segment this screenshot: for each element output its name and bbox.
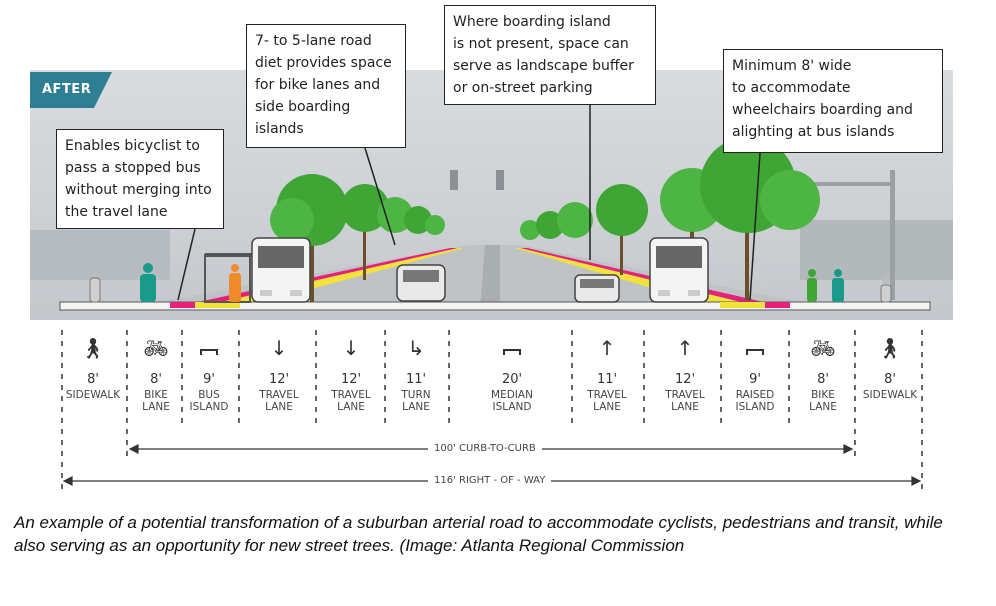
arrow-up-icon: ↑	[676, 336, 694, 360]
lane-name: BUS ISLAND	[189, 389, 229, 413]
lane-travel-2: ↓ 12' TRAVEL LANE	[318, 335, 384, 413]
lane-name: TRAVEL LANE	[587, 389, 627, 413]
callout-boarding-island: Where boarding island is not present, sp…	[444, 5, 656, 105]
bike-lane-marker-right	[765, 302, 790, 308]
island-icon	[474, 335, 550, 365]
lane-width: 9'	[749, 372, 761, 387]
lane-name: SIDEWALK	[862, 389, 918, 401]
figure-caption: An example of a potential transformation…	[14, 513, 943, 555]
lane-travel-3: ↑ 11' TRAVEL LANE	[574, 335, 640, 413]
lane-name: TRAVEL LANE	[665, 389, 705, 413]
bus-island-marker	[195, 302, 240, 308]
lane-width: 8'	[817, 372, 829, 387]
island-icon	[182, 335, 236, 365]
cross-section-slab	[59, 301, 931, 311]
lane-width: 12'	[268, 372, 290, 387]
lane-width: 12'	[674, 372, 696, 387]
lane-width: 11'	[596, 372, 618, 387]
pedestrian-left	[89, 269, 101, 303]
lane-name: BIKE LANE	[142, 389, 170, 413]
lane-name: BIKE LANE	[809, 389, 837, 413]
pedestrians-right	[807, 269, 892, 303]
lane-raised-island: 9' RAISED ISLAND	[724, 335, 786, 413]
median-island	[480, 245, 500, 308]
bicycle-icon: 🚲︎	[143, 336, 169, 360]
traffic-signal	[496, 170, 504, 190]
bus-left	[251, 237, 311, 303]
lane-bike-right: 🚲︎ 8' BIKE LANE	[796, 335, 850, 413]
lane-name: TURN LANE	[401, 389, 431, 413]
lane-sidewalk-left: 🚶︎ 8' SIDEWALK	[60, 335, 126, 401]
pedestrian-icon: 🚶︎	[877, 336, 903, 360]
lane-median: 20' MEDIAN ISLAND	[474, 335, 550, 413]
arrow-down-icon: ↓	[270, 336, 288, 360]
lane-name: MEDIAN ISLAND	[491, 389, 533, 413]
bike-lane-marker-left	[170, 302, 195, 308]
bus-right	[649, 237, 709, 303]
island-icon	[724, 335, 786, 365]
pedestrian-icon: 🚶︎	[80, 336, 106, 360]
lane-bike-left: 🚲︎ 8' BIKE LANE	[130, 335, 182, 413]
callout-wheelchair: Minimum 8' wide to accommodate wheelchai…	[723, 49, 943, 153]
bicycle-icon: 🚲︎	[810, 336, 836, 360]
lane-width: 8'	[150, 372, 162, 387]
lane-width: 9'	[203, 372, 215, 387]
street-trees-right	[520, 137, 820, 300]
car-left	[396, 264, 446, 302]
lane-name: TRAVEL LANE	[259, 389, 299, 413]
right-of-way-label: 116' RIGHT - OF - WAY	[428, 475, 552, 486]
arrow-up-icon: ↑	[598, 336, 616, 360]
turn-arrow-icon: ↳	[407, 336, 425, 360]
bus-shelter	[204, 253, 253, 303]
lane-turn: ↳ 11' TURN LANE	[388, 335, 444, 413]
signal-arm	[800, 182, 895, 186]
lane-bus-island: 9' BUS ISLAND	[182, 335, 236, 413]
passenger-left	[229, 264, 241, 302]
traffic-signal	[450, 170, 458, 190]
signal-pole	[890, 170, 895, 300]
lane-width: 8'	[884, 372, 896, 387]
arrow-down-icon: ↓	[342, 336, 360, 360]
curb-to-curb-label: 100' CURB-TO-CURB	[428, 443, 542, 454]
callout-road-diet: 7- to 5-lane road diet provides space fo…	[246, 24, 406, 148]
background-building	[800, 220, 953, 280]
cyclist-left	[140, 263, 156, 302]
lane-name: SIDEWALK	[65, 389, 121, 401]
raised-island-marker	[720, 302, 765, 308]
lane-sidewalk-right: 🚶︎ 8' SIDEWALK	[856, 335, 924, 401]
callout-bicyclist: Enables bicyclist to pass a stopped bus …	[56, 129, 224, 229]
car-right	[574, 274, 620, 303]
lane-width: 12'	[340, 372, 362, 387]
lane-width: 8'	[87, 372, 99, 387]
lane-travel-1: ↓ 12' TRAVEL LANE	[246, 335, 312, 413]
lane-travel-4: ↑ 12' TRAVEL LANE	[652, 335, 718, 413]
lane-name: RAISED ISLAND	[735, 389, 775, 413]
lane-width: 11'	[405, 372, 427, 387]
lane-width: 20'	[501, 372, 523, 387]
lane-name: TRAVEL LANE	[331, 389, 371, 413]
